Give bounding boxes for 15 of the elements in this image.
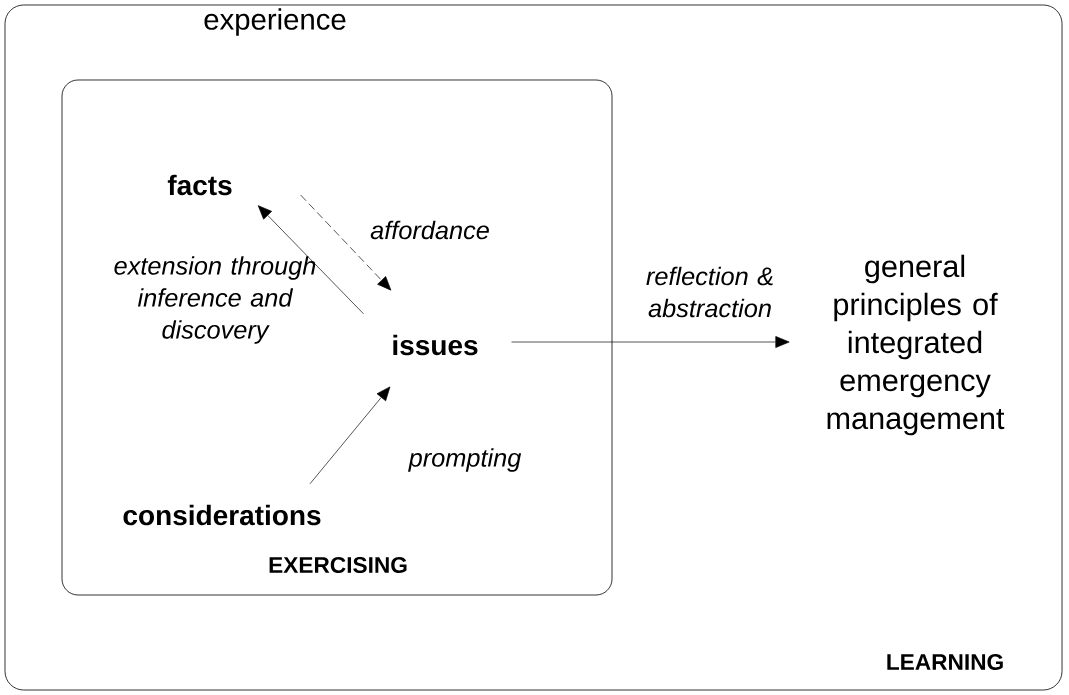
edge-label: prompting (408, 448, 522, 472)
heading: experience (204, 8, 346, 36)
outcome-text: general principles of integrated emergency management (827, 254, 1005, 436)
arrow (309, 386, 391, 485)
concept-label: considerations (123, 504, 321, 526)
edge-label: affordance (370, 220, 489, 240)
concept-label: issues (393, 334, 478, 356)
box-title: EXERCISING (269, 557, 407, 574)
arrow (511, 336, 790, 348)
box-title: LEARNING (887, 654, 1003, 671)
arrow (257, 205, 364, 315)
edge-label: reflection & abstraction (646, 266, 773, 318)
arrow (300, 194, 392, 291)
concept-label: facts (167, 174, 232, 196)
edge-label: extension through inference and discovery (114, 256, 316, 344)
